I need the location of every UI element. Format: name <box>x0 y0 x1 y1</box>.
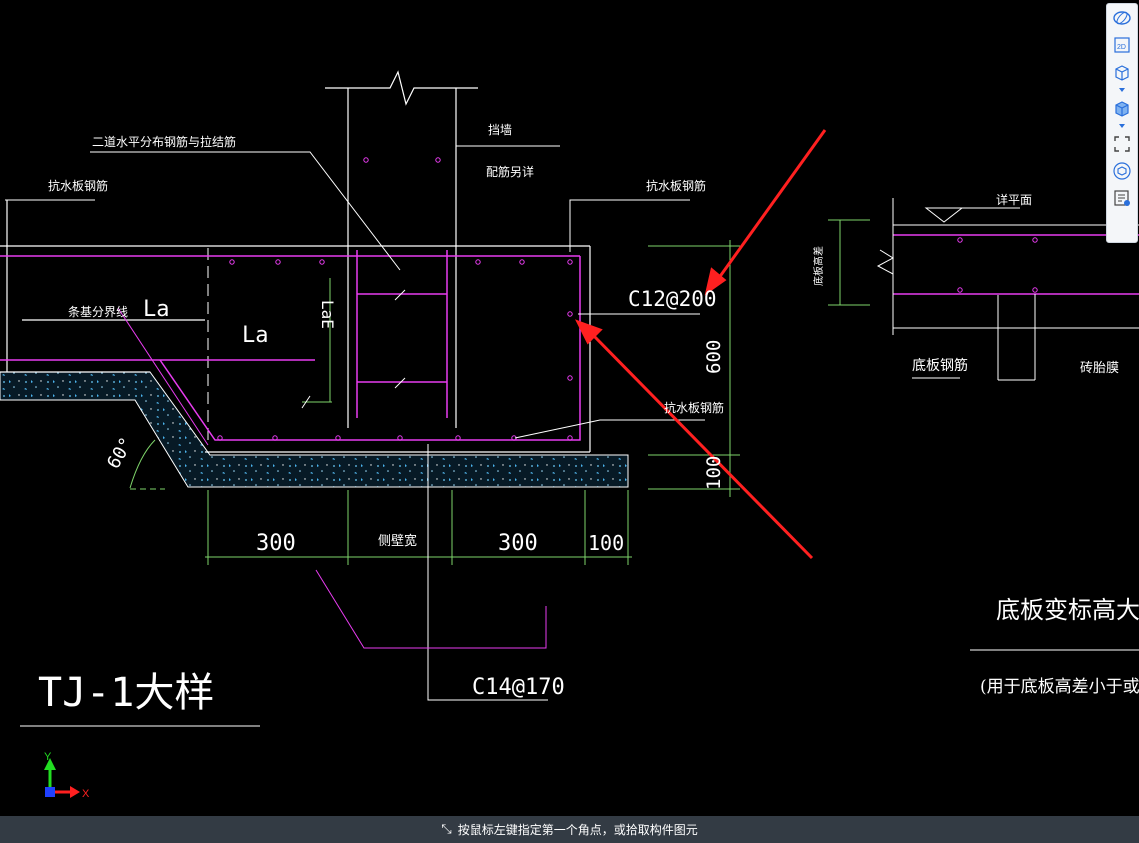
label-waterproof-rebar-right: 抗水板钢筋 <box>646 178 706 193</box>
tie-ticks <box>301 289 406 409</box>
label-retaining-wall: 挡墙 <box>488 123 512 137</box>
orbit-icon[interactable] <box>1107 4 1137 31</box>
property-panel-icon[interactable] <box>1107 184 1137 211</box>
component-view-icon[interactable] <box>1107 157 1137 184</box>
right-detail-title: 底板变标高大样(一) <box>996 596 1139 624</box>
label-slab-surface: 详平面 <box>996 192 1032 207</box>
label-rebar-spec-top: C12@200 <box>628 287 717 311</box>
cube-solid-dropdown[interactable] <box>1107 121 1137 130</box>
label-dim-600: 600 <box>703 340 725 374</box>
label-strip-boundary: 条基分界线 <box>68 305 128 319</box>
label-dim-300-left: 300 <box>256 531 296 556</box>
label-waterproof-rebar-left: 抗水板钢筋 <box>48 178 108 193</box>
status-message: 按鼠标左键指定第一个角点，或拾取构件图元 <box>457 823 698 837</box>
leader-lines <box>5 145 1139 727</box>
leader-c14 <box>315 569 547 649</box>
right-detail-subtitle: (用于底板高差小于或等于底板板厚 <box>980 677 1139 697</box>
view-2d-icon[interactable]: 2D <box>1107 31 1137 58</box>
ucs-x-label: X <box>82 788 90 800</box>
fullscreen-icon[interactable] <box>1107 130 1137 157</box>
cad-drawing[interactable]: 二道水平分布钢筋与拉结筋 抗水板钢筋 挡墙 配筋另详 抗水板钢筋 条基分界线 抗… <box>0 0 1139 816</box>
label-lae: LaE <box>318 300 337 329</box>
label-reinforcement-detail: 配筋另详 <box>486 164 534 179</box>
red-annotation-arrows <box>574 129 827 560</box>
cube-wire-icon[interactable] <box>1107 58 1137 85</box>
concrete-slab-sloped <box>0 371 629 488</box>
label-elevation-diff: 底板高差 <box>812 246 825 286</box>
label-waterproof-rebar-bottom: 抗水板钢筋 <box>664 400 724 415</box>
rebar-dots <box>217 157 1038 441</box>
view-2d-label: 2D <box>1117 44 1126 51</box>
ucs-axis-icon: Y X <box>44 751 90 800</box>
cad-drawing-canvas[interactable]: 二道水平分布钢筋与拉结筋 抗水板钢筋 挡墙 配筋另详 抗水板钢筋 条基分界线 抗… <box>0 0 1139 816</box>
detail-title: TJ-1大样 <box>38 670 214 716</box>
cube-solid-icon[interactable] <box>1107 94 1137 121</box>
ucs-y-label: Y <box>44 751 52 763</box>
view-toolbar: 2D <box>1106 3 1138 243</box>
cube-wire-dropdown[interactable] <box>1107 85 1137 94</box>
leader-la <box>117 307 209 446</box>
corner-pick-icon: ⤡ <box>441 822 452 837</box>
slab-outlines <box>0 200 591 453</box>
label-dim-100-horiz: 100 <box>588 531 624 555</box>
label-angle: 60° <box>103 434 137 473</box>
label-la-inner: La <box>242 323 269 348</box>
label-two-way-rebar: 二道水平分布钢筋与拉结筋 <box>92 134 236 149</box>
rebar-lines <box>0 234 1139 441</box>
retaining-wall <box>325 70 478 428</box>
label-bottom-rebar: 底板钢筋 <box>912 357 968 374</box>
dimension-lines <box>129 219 870 565</box>
label-dim-100-vert: 100 <box>703 456 725 490</box>
label-la-outer: La <box>143 297 170 322</box>
label-rebar-spec-bottom: C14@170 <box>472 675 565 700</box>
label-dim-300-right: 300 <box>498 531 538 556</box>
status-bar: ⤡ 按鼠标左键指定第一个角点，或拾取构件图元 <box>0 816 1139 843</box>
label-wall-width: 侧壁宽 <box>378 533 417 549</box>
label-brick-membrane: 砖胎膜 <box>1080 361 1119 376</box>
